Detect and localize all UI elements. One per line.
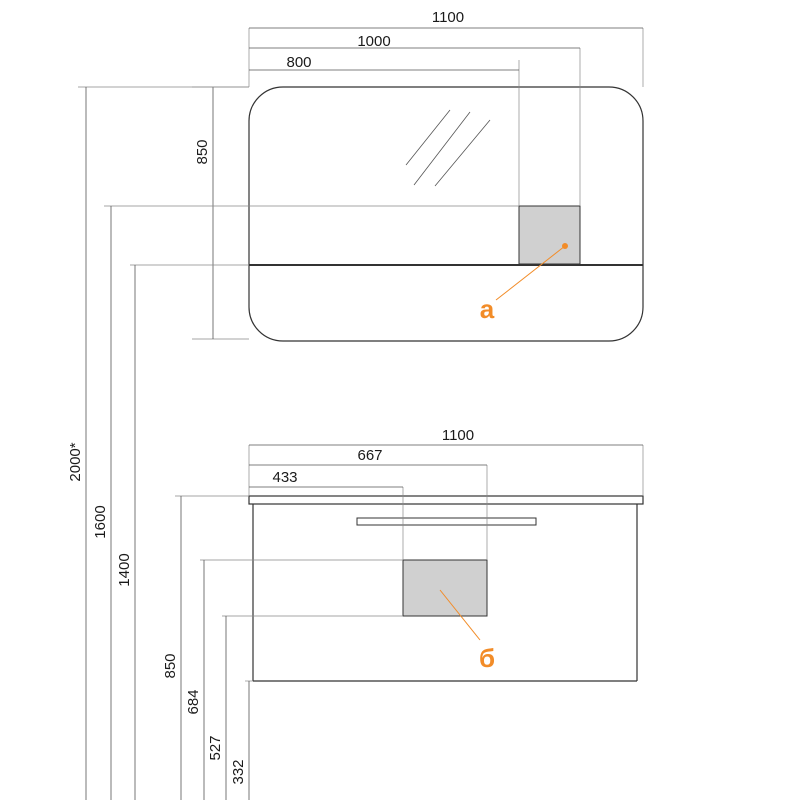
height-527: 527 bbox=[207, 735, 224, 760]
height-332: 332 bbox=[230, 759, 247, 784]
zone-b bbox=[402, 559, 488, 617]
height-1400: 1400 bbox=[116, 553, 133, 586]
cabinet-width-667: 667 bbox=[357, 447, 382, 464]
mirror-width-1100: 1100 bbox=[432, 9, 464, 26]
cabinet-drawing: б 1100 667 433 bbox=[248, 427, 644, 682]
cabinet-width-433: 433 bbox=[272, 469, 297, 486]
callout-a: а bbox=[480, 294, 495, 324]
cabinet-handle bbox=[356, 517, 537, 526]
zone-b-leader bbox=[439, 589, 481, 641]
height-1600: 1600 bbox=[92, 505, 109, 538]
glare-mark bbox=[434, 119, 491, 187]
mirror-drawing: а 1100 1000 800 850 bbox=[192, 9, 644, 342]
glare-mark bbox=[405, 109, 451, 166]
mirror-frame bbox=[248, 86, 644, 342]
mirror-width-800: 800 bbox=[286, 54, 311, 71]
height-2000: 2000* bbox=[67, 442, 84, 481]
callout-b: б bbox=[479, 643, 495, 673]
zone-a bbox=[518, 205, 581, 265]
cabinet-countertop bbox=[248, 495, 644, 505]
height-dimensions: 2000* 1600 1400 850 684 527 332 bbox=[67, 86, 519, 800]
mirror-width-1000: 1000 bbox=[357, 33, 390, 50]
cabinet-width-1100: 1100 bbox=[442, 427, 474, 444]
zone-a-leader bbox=[495, 245, 566, 301]
mirror-height-850: 850 bbox=[194, 139, 211, 164]
height-850: 850 bbox=[162, 653, 179, 678]
height-684: 684 bbox=[185, 689, 202, 714]
glare-mark bbox=[413, 111, 471, 186]
